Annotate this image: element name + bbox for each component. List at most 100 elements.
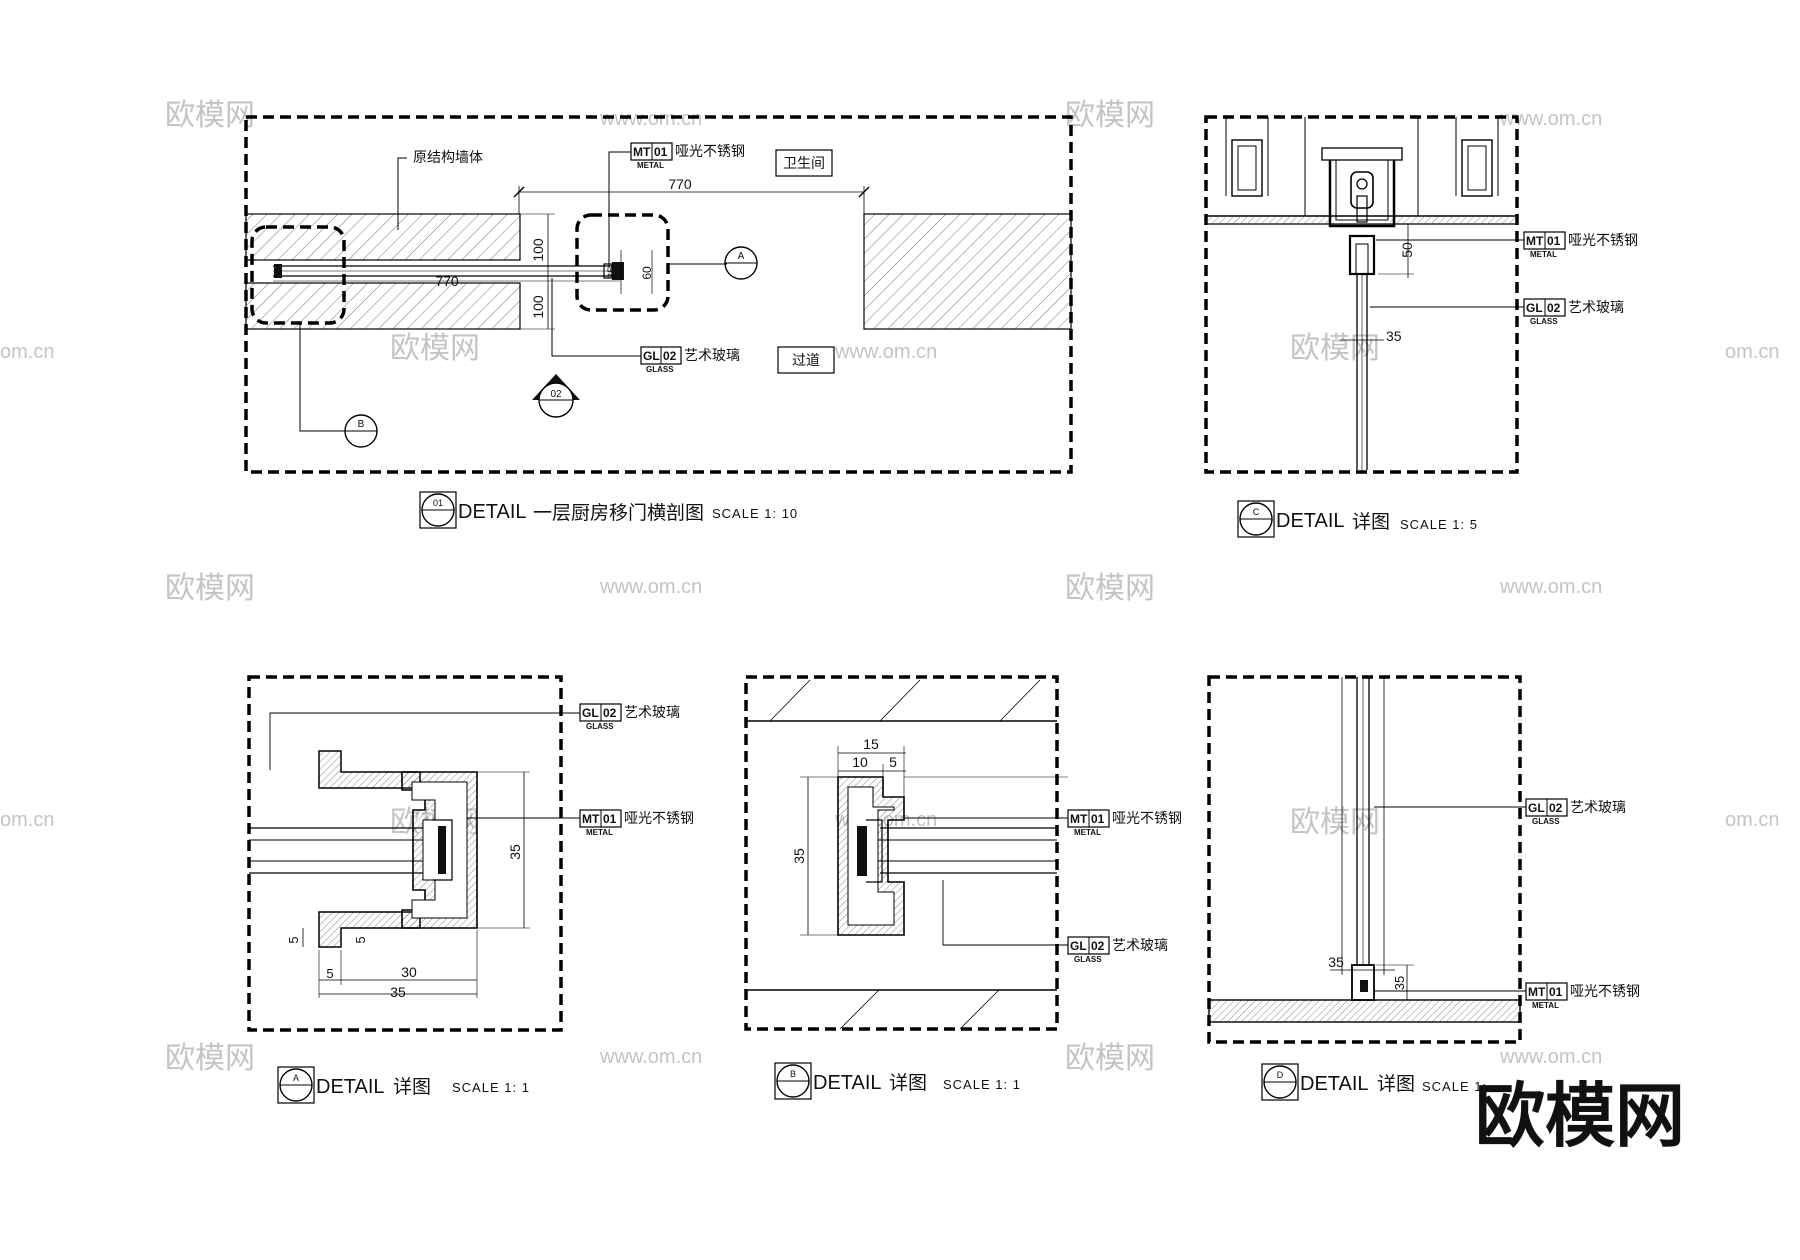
detail-d-panel: 35 35 GL 02 GLASS 艺术玻璃 MT 01 METAL 哑光不锈钢: [1207, 675, 1640, 1044]
svg-text:MT: MT: [1070, 812, 1088, 826]
detail-d-scale: SCALE 1:: [1422, 1079, 1487, 1094]
svg-text:01: 01: [1547, 234, 1561, 248]
svg-text:艺术玻璃: 艺术玻璃: [684, 347, 740, 363]
detail-b-marker: B: [790, 1069, 796, 1079]
watermark-brand: 欧模网: [1290, 332, 1380, 365]
dim-60: 60: [640, 266, 654, 280]
detail-d-dim-35-v: 35: [1392, 976, 1407, 990]
wall-left-upper: [245, 213, 521, 261]
watermark-brand: 欧模网: [165, 572, 255, 605]
svg-text:02: 02: [1547, 301, 1561, 315]
svg-text:02: 02: [603, 706, 617, 720]
detail-a-panel: 35 5 5 5 30 35 GL 02 GLASS 艺术玻璃 MT 01 ME: [247, 675, 694, 1032]
watermark-brand: 欧模网: [390, 332, 480, 365]
detail-a-dim-35-h: 35: [390, 984, 406, 1000]
svg-text:艺术玻璃: 艺术玻璃: [624, 704, 680, 720]
detail-a-dim-5-bottom: 5: [326, 966, 333, 981]
dim-100-lower: 100: [530, 295, 546, 319]
svg-text:MT: MT: [1526, 234, 1544, 248]
detail-a-tag-metal: MT 01 METAL 哑光不锈钢: [579, 809, 694, 837]
detail-01-marker: 01: [433, 498, 443, 508]
detail-d-tag-glass: GL 02 GLASS 艺术玻璃: [1525, 798, 1626, 826]
watermark-url: om.cn: [0, 341, 54, 363]
watermark-url: www.om.cn: [599, 108, 702, 130]
svg-text:哑光不锈钢: 哑光不锈钢: [1112, 810, 1182, 826]
svg-text:GL: GL: [582, 706, 599, 720]
detail-c-dim-50: 50: [1399, 242, 1415, 258]
svg-text:02: 02: [1091, 939, 1105, 953]
callout-b-label: B: [358, 419, 365, 430]
detail-d-title: D DETAIL 详图 SCALE 1:: [1261, 1063, 1487, 1101]
detail-01-panel: 原结构墙体 770 770 100 100 35 60 MT 01 METAL …: [244, 115, 1073, 474]
watermark-url: om.cn: [0, 809, 54, 831]
detail-a-tag-glass: GL 02 GLASS 艺术玻璃: [579, 703, 680, 731]
detail-a-title: A DETAIL 详图 SCALE 1: 1: [277, 1066, 529, 1104]
wall-right: [863, 213, 1072, 330]
wall-label: 原结构墙体: [413, 149, 483, 165]
door-stop-left: [274, 264, 282, 278]
detail-b-dim-15: 15: [863, 736, 879, 752]
room-box-bottom: [777, 346, 835, 374]
section-mark-02: 02: [532, 374, 580, 418]
detail-b-title: B DETAIL 详图 SCALE 1: 1: [774, 1062, 1020, 1100]
svg-text:GLASS: GLASS: [1532, 817, 1560, 826]
detail-a-marker: A: [293, 1073, 299, 1083]
watermark-brand: 欧模网: [1065, 572, 1155, 605]
room-label-top: 卫生间: [783, 155, 825, 171]
svg-text:METAL: METAL: [637, 161, 664, 170]
svg-text:GLASS: GLASS: [646, 365, 674, 374]
detail-c-tag-glass: GL 02 GLASS 艺术玻璃: [1523, 298, 1624, 326]
watermark-brand: 欧模网: [165, 99, 255, 132]
watermark-big: 欧模网: [1475, 1077, 1685, 1155]
detail-b-panel: 15 10 5 35 MT 01 METAL 哑光不锈钢 GL 02 GLASS…: [744, 675, 1182, 1031]
detail-c-title-text: 详图: [1352, 511, 1390, 533]
material-tag-glass: GL 02 GLASS 艺术玻璃: [640, 346, 740, 374]
detail-a-dim-5-mid: 5: [353, 936, 368, 943]
watermark-brand: 欧模网: [1065, 99, 1155, 132]
svg-text:02: 02: [1549, 801, 1563, 815]
svg-text:METAL: METAL: [1532, 1001, 1559, 1010]
watermark-url: om.cn: [1725, 341, 1779, 363]
detail-c-scale: SCALE 1: 5: [1400, 517, 1478, 532]
svg-text:GLASS: GLASS: [1530, 317, 1558, 326]
wall-left-lower: [245, 282, 521, 330]
detail-c-title: C DETAIL 详图 SCALE 1: 5: [1237, 500, 1478, 538]
svg-text:02: 02: [663, 349, 677, 363]
svg-text:艺术玻璃: 艺术玻璃: [1568, 299, 1624, 315]
callout-box-a: [575, 213, 670, 312]
room-label-bottom: 过道: [792, 352, 820, 368]
watermark-brand: 欧模网: [1065, 1042, 1155, 1075]
watermark-url: www.om.cn: [1499, 1046, 1602, 1068]
svg-text:METAL: METAL: [586, 828, 613, 837]
svg-text:MT: MT: [633, 145, 651, 159]
watermarks: 欧模网 www.om.cn 欧模网 www.om.cn om.cn 欧模网 ww…: [0, 99, 1779, 1075]
dim-100-upper: 100: [530, 238, 546, 262]
detail-a-dim-35-v: 35: [507, 844, 523, 860]
svg-text:GLASS: GLASS: [1074, 955, 1102, 964]
svg-text:GL: GL: [1528, 801, 1545, 815]
dim-770-inner: 770: [435, 273, 459, 289]
detail-a-word: DETAIL: [316, 1076, 385, 1098]
watermark-brand: 欧模网: [165, 1042, 255, 1075]
svg-text:MT: MT: [1528, 985, 1546, 999]
detail-b-dim-10: 10: [852, 754, 868, 770]
detail-a-dim-30: 30: [401, 964, 417, 980]
detail-01-word: DETAIL: [458, 501, 527, 523]
svg-text:GL: GL: [1526, 301, 1543, 315]
svg-text:01: 01: [1091, 812, 1105, 826]
watermark-url: www.om.cn: [1499, 108, 1602, 130]
detail-01-scale: SCALE 1: 10: [712, 506, 798, 521]
svg-text:艺术玻璃: 艺术玻璃: [1112, 937, 1168, 953]
svg-text:01: 01: [654, 145, 668, 159]
detail-a-title-text: 详图: [393, 1076, 431, 1098]
svg-text:02: 02: [550, 389, 562, 400]
detail-c-tag-metal: MT 01 METAL 哑光不锈钢: [1523, 231, 1638, 259]
dim-770-top: 770: [668, 176, 692, 192]
detail-d-marker: D: [1277, 1070, 1284, 1080]
callout-box-b: [250, 225, 346, 325]
detail-c-word: DETAIL: [1276, 510, 1345, 532]
watermark-url: www.om.cn: [599, 1046, 702, 1068]
detail-b-tag-glass: GL 02 GLASS 艺术玻璃: [1067, 936, 1168, 964]
callout-a-label: A: [738, 251, 745, 262]
